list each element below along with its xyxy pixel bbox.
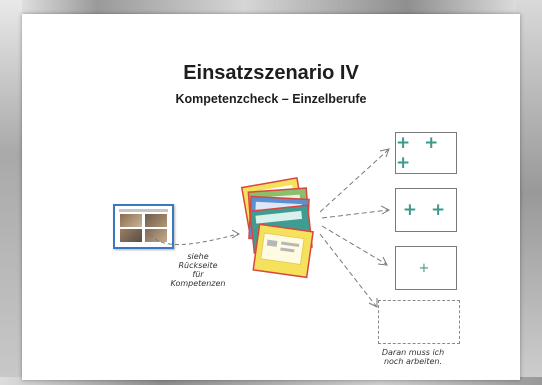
background-bottom	[0, 377, 542, 385]
arrow-photo-to-cards	[149, 229, 241, 245]
card-stack-icon	[240, 177, 314, 279]
diagram-graphics	[149, 148, 391, 308]
result-box-one-plus: +	[395, 246, 457, 290]
note-line: Daran muss ich	[381, 348, 445, 357]
photo-tile	[120, 229, 142, 242]
background-left	[0, 0, 22, 385]
note-still-working: Daran muss ich noch arbeiten.	[358, 348, 468, 366]
note-line: Rückseite	[178, 261, 218, 270]
result-box-two-plus: + +	[395, 188, 457, 232]
arrow-to-two-plus	[321, 205, 391, 219]
note-competences: siehe Rückseite für Kompetenzen	[158, 252, 238, 288]
arrow-to-empty	[319, 233, 378, 308]
arrow-to-one-plus	[321, 225, 388, 266]
arrow-to-three-plus	[319, 148, 390, 213]
note-line: noch arbeiten.	[383, 357, 443, 366]
photo-collage-card-icon	[113, 204, 174, 249]
result-box-empty-dashed	[378, 300, 460, 344]
slide: Einsatzszenario IV Kompetenzcheck – Einz…	[22, 14, 520, 380]
photo-tile	[145, 229, 167, 242]
note-line: Kompetenzen	[170, 279, 226, 288]
background-top	[0, 0, 542, 14]
background-right	[516, 0, 542, 385]
note-line: siehe	[187, 252, 209, 261]
photo-tile	[120, 214, 142, 227]
photo-card-header	[119, 209, 168, 212]
plus-symbols: + +	[402, 200, 450, 220]
slide-title: Einsatzszenario IV	[183, 62, 359, 84]
plus-symbols: +	[418, 260, 434, 276]
photo-tile	[145, 214, 167, 227]
slide-subtitle: Kompetenzcheck – Einzelberufe	[175, 92, 367, 106]
plus-symbols: + + +	[396, 133, 443, 173]
note-line: für	[192, 270, 204, 279]
result-box-three-plus: + + +	[395, 132, 457, 174]
